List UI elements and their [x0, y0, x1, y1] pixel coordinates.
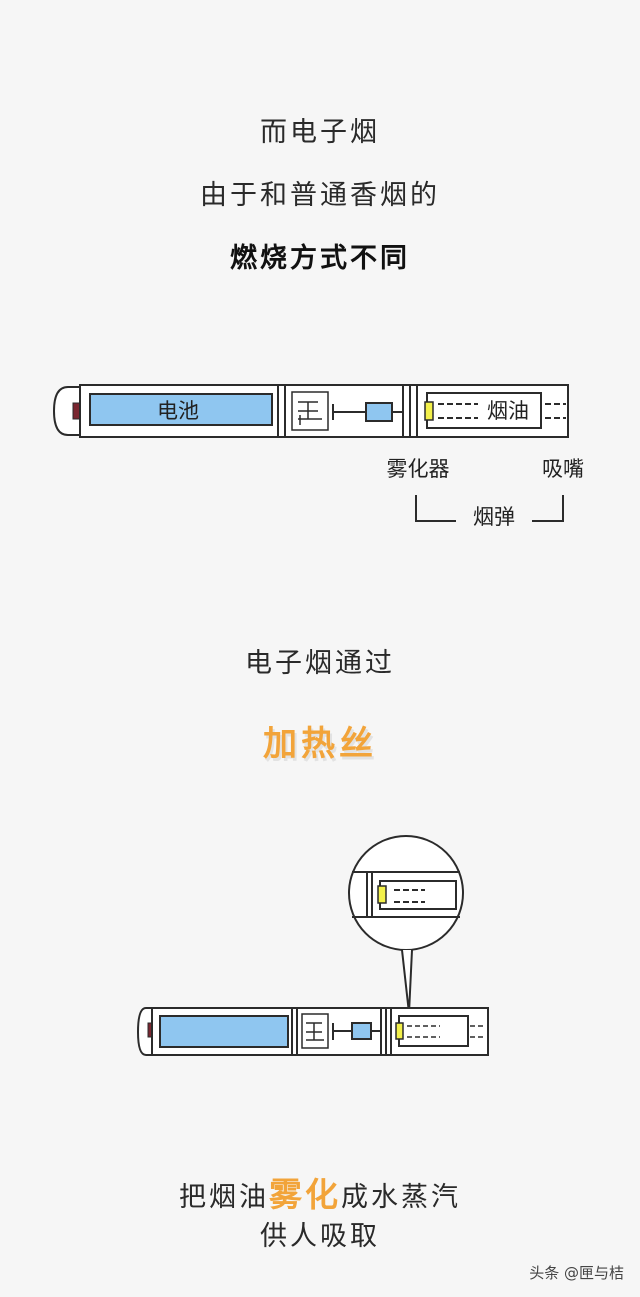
- vaporize-prefix: 把烟油: [179, 1182, 269, 1213]
- connector: [332, 1023, 352, 1040]
- vaporize-suffix: 成水蒸汽: [341, 1182, 461, 1213]
- ecig-diagram-labeled: 电池 烟油 雾化器 吸嘴 烟弹: [52, 384, 584, 529]
- through-line: 电子烟通过: [245, 648, 395, 679]
- magnified-heater: [377, 885, 387, 904]
- atomizer-label: 雾化器: [387, 457, 450, 481]
- atomizer-block: [365, 402, 393, 422]
- heater-coil: [395, 1022, 404, 1040]
- intro-line-2: 由于和普通香烟的: [200, 180, 440, 211]
- magnifier-pointer: [401, 949, 413, 1014]
- cartridge-label: 烟弹: [473, 505, 515, 529]
- heater-coil: [424, 401, 434, 421]
- connector: [332, 404, 366, 420]
- tip-led: [72, 402, 81, 420]
- oil-tank: [426, 392, 542, 429]
- intro-line-1: 而电子烟: [260, 117, 380, 148]
- battery: [159, 1015, 289, 1048]
- circuit-board: [301, 1013, 329, 1049]
- inhale-line: 供人吸取: [260, 1221, 380, 1252]
- oil-tank: [398, 1015, 469, 1047]
- battery: [89, 393, 273, 426]
- heating-wire-highlight: 加热丝: [263, 724, 377, 764]
- vaporize-line: 把烟油雾化成水蒸汽: [0, 1168, 640, 1216]
- battery-label: 电池: [157, 399, 199, 423]
- cartridge-bracket: [415, 495, 564, 522]
- ecig-tip: [52, 386, 81, 436]
- oil-label: 烟油: [487, 399, 529, 423]
- atomizer-block: [351, 1022, 372, 1040]
- ecig-diagram-zoomed: [136, 835, 489, 1056]
- mouthpiece-label: 吸嘴: [542, 457, 584, 481]
- intro-line-3: 燃烧方式不同: [230, 243, 410, 274]
- magnified-detail: [352, 871, 460, 918]
- vaporize-highlight: 雾化: [269, 1175, 341, 1214]
- circuit-board: [291, 391, 329, 431]
- watermark: 头条 @匣与桔: [529, 1264, 624, 1282]
